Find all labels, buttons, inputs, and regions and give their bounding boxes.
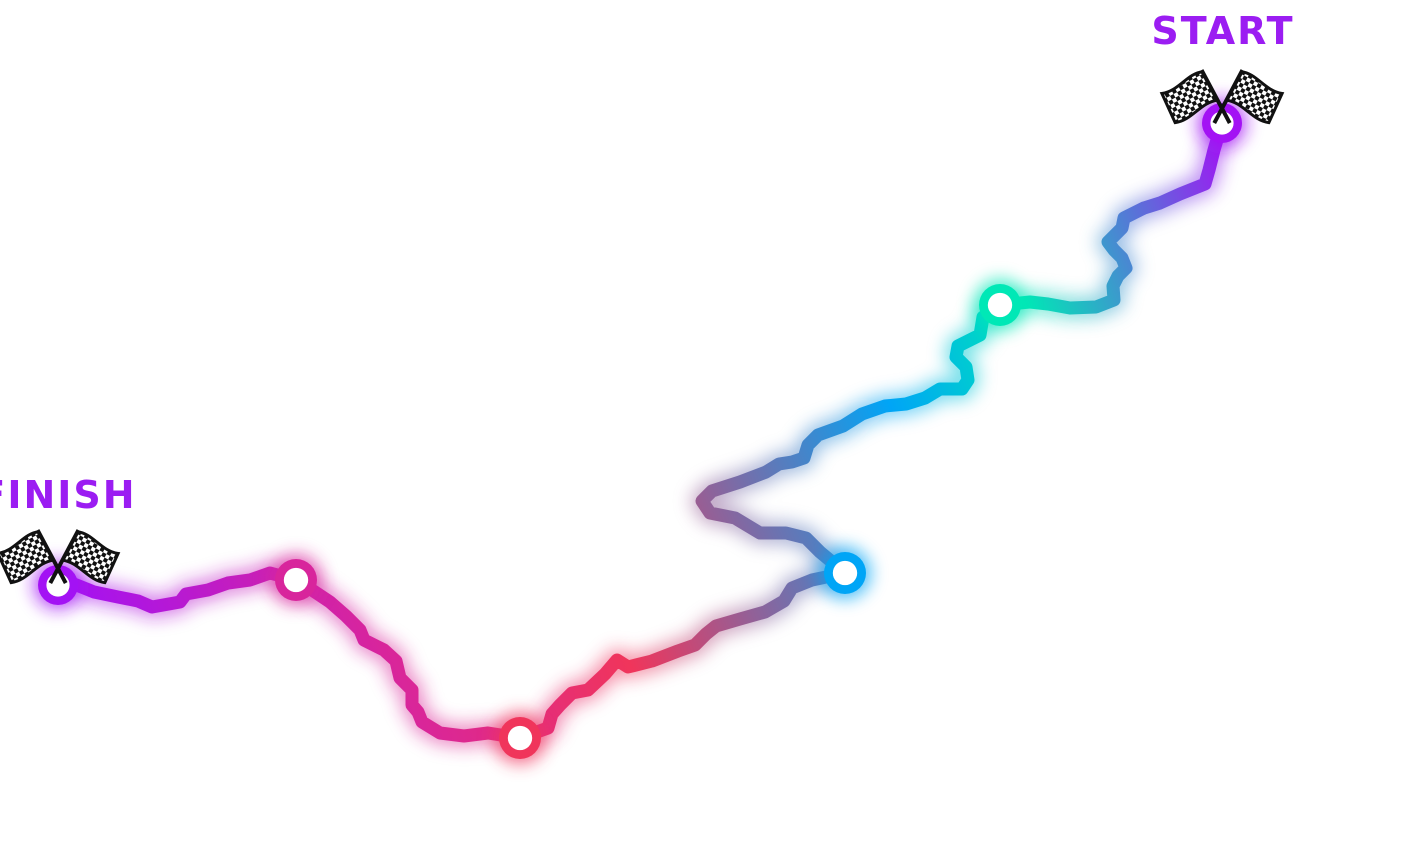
stop-marker-center — [832, 560, 858, 586]
stop-marker-center — [987, 292, 1013, 318]
stop-label-red: Fl — [580, 725, 603, 750]
stop-marker-center — [1210, 111, 1234, 135]
route-glow — [47, 112, 1233, 749]
start-label: START — [1151, 9, 1294, 53]
checkered-flags-icon — [1159, 69, 1285, 125]
stop-marker-center — [46, 573, 70, 597]
finish-label: FINISH — [0, 473, 137, 517]
stop-marker-center — [283, 567, 309, 593]
stop-label-green: Beach — [1027, 338, 1102, 363]
stop-label-blue: V — [892, 561, 909, 586]
stop-label-pink: Vin — [272, 511, 312, 536]
checkered-flags-icon — [0, 529, 121, 585]
stop-marker-center — [507, 725, 533, 751]
route-line — [51, 116, 1229, 745]
